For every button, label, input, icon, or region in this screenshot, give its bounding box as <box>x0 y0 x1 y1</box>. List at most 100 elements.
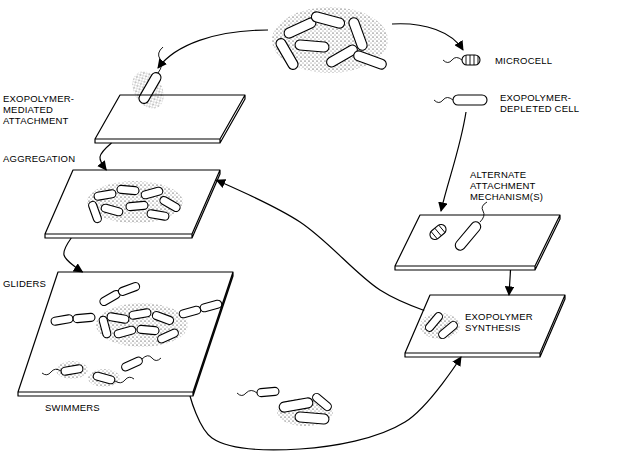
illustration-part <box>113 325 136 338</box>
microcell <box>443 55 480 65</box>
cell-label: EXOPOLYMER- DEPLETED CELL <box>500 92 588 114</box>
attaching-cell <box>126 47 170 114</box>
surface-stage: GLIDERSSWIMMERS <box>18 272 233 396</box>
stage-label-box: AGGREGATION <box>3 153 88 164</box>
stage-label: AGGREGATION <box>3 153 88 164</box>
illustration-part <box>453 220 483 252</box>
surface-outline <box>395 215 560 270</box>
illustration-part <box>295 40 330 53</box>
illustration-part <box>140 186 163 199</box>
illustration-part <box>466 55 478 65</box>
illustration-part <box>98 315 111 338</box>
surface-plane <box>18 272 233 396</box>
illustration-part <box>142 356 161 361</box>
illustration-part <box>237 391 257 396</box>
illustration-part <box>424 311 444 333</box>
surface-outline <box>45 170 220 238</box>
illustration-part <box>115 377 134 383</box>
cycle-arrow <box>441 112 466 211</box>
stage-label-box: GLIDERS <box>3 278 53 289</box>
illustration-part <box>453 95 487 105</box>
illustration-part <box>137 71 163 105</box>
cycle-arrow <box>217 180 425 310</box>
illustration-part <box>178 305 201 318</box>
illustration-part <box>106 312 129 324</box>
illustration-part <box>257 387 280 397</box>
surface-plane <box>405 295 565 357</box>
illustration-part <box>73 313 96 323</box>
stage-label-box: ALTERNATE ATTACHMENT MECHANISM(S) <box>470 169 558 202</box>
surface-stage: ALTERNATE ATTACHMENT MECHANISM(S) <box>395 215 560 270</box>
illustration-part <box>311 392 333 412</box>
surface-stage: EXOPOLYMER SYNTHESIS <box>405 295 565 357</box>
illustration-part <box>60 364 83 376</box>
surface-outline <box>95 95 245 143</box>
illustration-part <box>437 320 459 340</box>
cell-label: MICROCELL <box>495 55 585 66</box>
stage-label: SWIMMERS <box>45 402 120 413</box>
illustration-part <box>199 299 222 312</box>
illustration-part <box>42 369 61 375</box>
illustration-part <box>96 303 188 347</box>
illustration-part <box>158 47 163 73</box>
illustration-part <box>88 369 120 387</box>
cycle-arrow <box>190 357 461 450</box>
illustration-part <box>100 203 123 216</box>
stage-label: EXOPOLYMER SYNTHESIS <box>465 311 547 333</box>
illustration-part <box>120 356 143 373</box>
surface-outline <box>18 272 233 396</box>
illustration-part <box>443 58 462 63</box>
illustration-part <box>431 225 445 239</box>
depleted-cell <box>434 95 487 105</box>
surface-stage: EXOPOLYMER- MEDIATED ATTACHMENT <box>95 95 245 143</box>
illustration-part <box>87 181 183 223</box>
synthesizing-cells <box>420 311 460 340</box>
illustration-part <box>158 195 181 213</box>
illustration-part <box>272 7 388 73</box>
illustration-part <box>352 49 387 70</box>
stage-label-box: EXOPOLYMER SYNTHESIS <box>465 311 547 333</box>
cycle-arrow <box>100 143 112 170</box>
illustration-part <box>295 412 330 425</box>
illustration-part <box>434 98 453 103</box>
cycle-arrow <box>509 270 511 295</box>
surface-plane <box>95 95 245 143</box>
stage-label-box: EXOPOLYMER- MEDIATED ATTACHMENT <box>3 93 88 126</box>
illustration-part <box>117 281 140 296</box>
surface-stage: AGGREGATION <box>45 170 220 238</box>
cycle-arrow <box>158 30 268 68</box>
stage-label: ALTERNATE ATTACHMENT MECHANISM(S) <box>470 169 558 202</box>
illustration-part <box>87 200 102 223</box>
illustration-part <box>126 201 149 211</box>
released-cells <box>237 387 333 426</box>
stage-label: EXOPOLYMER- MEDIATED ATTACHMENT <box>3 93 88 126</box>
cycle-arrow <box>392 24 463 50</box>
cell-cluster <box>272 7 388 73</box>
illustration-part <box>92 371 115 384</box>
illustration-part <box>274 37 300 71</box>
stage-label: GLIDERS <box>3 278 53 289</box>
biofilm-cells <box>42 281 223 387</box>
illustration-part <box>156 328 179 345</box>
illustration-part <box>151 310 174 325</box>
illustration-part <box>462 55 480 65</box>
illustration-part <box>128 308 151 320</box>
cycle-arrow <box>64 238 83 272</box>
cell-label-box: MICROCELL <box>495 55 585 66</box>
illustration-part <box>480 202 487 222</box>
illustration-part <box>278 397 313 413</box>
illustration-part <box>50 314 73 326</box>
stage-label-box: SWIMMERS <box>45 402 120 413</box>
cell-label-box: EXOPOLYMER- DEPLETED CELL <box>500 92 588 114</box>
illustration-part <box>137 325 160 335</box>
illustration-part <box>93 189 116 201</box>
illustration-part <box>310 11 345 29</box>
surface-plane <box>395 215 560 270</box>
illustration-part <box>56 361 88 379</box>
attached-cells <box>428 202 487 252</box>
illustration-part <box>428 222 448 241</box>
illustration-part <box>146 209 169 221</box>
illustration-part <box>126 66 170 115</box>
aggregate <box>87 181 183 224</box>
